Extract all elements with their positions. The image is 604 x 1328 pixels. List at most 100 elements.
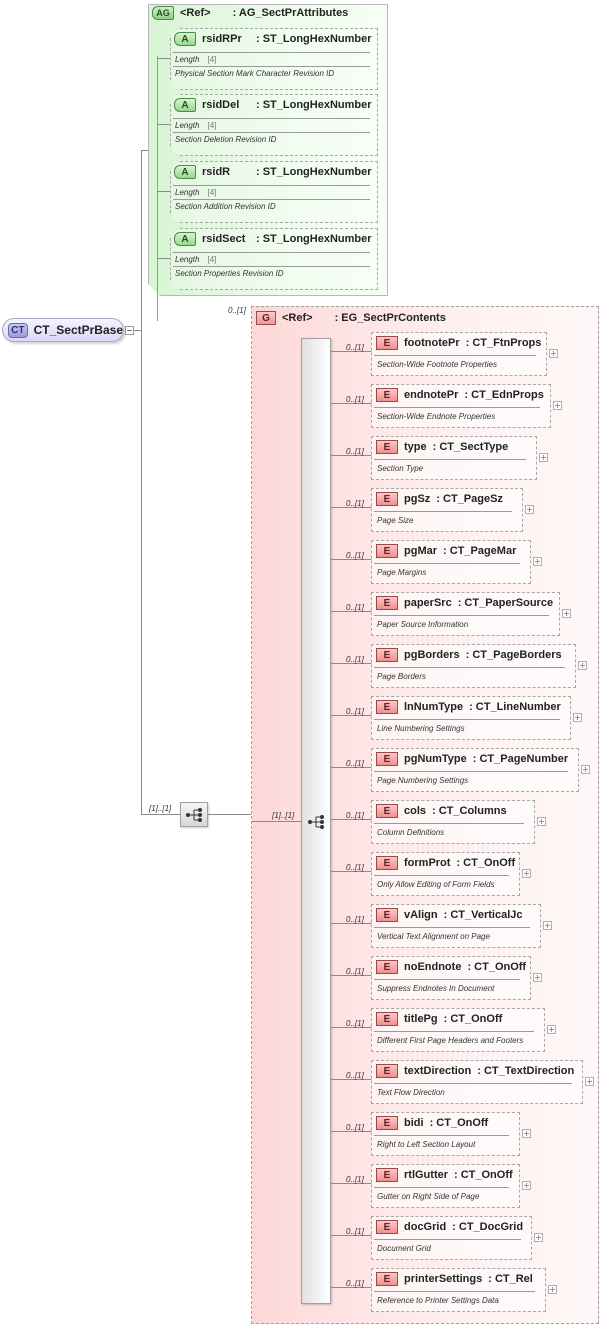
element-description: Reference to Printer Settings Data xyxy=(377,1296,499,1305)
element-cardinality: 0..[1] xyxy=(346,811,364,820)
element-description: Column Definitions xyxy=(377,828,445,837)
element-box[interactable] xyxy=(371,904,541,948)
expand-icon[interactable] xyxy=(522,869,531,878)
expand-icon[interactable] xyxy=(578,661,587,670)
element-box[interactable] xyxy=(371,436,537,480)
separator xyxy=(374,771,568,772)
expand-icon[interactable] xyxy=(585,1077,594,1086)
element-type: : CT_EdnProps xyxy=(464,389,544,401)
separator xyxy=(374,875,509,876)
element-badge: E xyxy=(376,1168,398,1182)
element-name: lnNumType xyxy=(404,701,464,713)
root-complex-type[interactable]: CT CT_SectPrBase xyxy=(2,318,124,342)
expand-icon[interactable] xyxy=(549,349,558,358)
attribute-name: rsidDel xyxy=(202,99,240,111)
element-name: paperSrc xyxy=(404,597,452,609)
separator xyxy=(173,199,370,200)
element-description: Right to Left Section Layout xyxy=(377,1140,476,1149)
separator xyxy=(374,615,549,616)
element-connector xyxy=(331,663,372,664)
separator xyxy=(374,1291,535,1292)
attribute-name: rsidSect xyxy=(202,233,246,245)
element-badge: E xyxy=(376,440,398,454)
element-box[interactable] xyxy=(371,644,576,688)
element-connector xyxy=(331,923,372,924)
inner-sequence-cardinality: [1]..[1] xyxy=(272,811,295,820)
expand-icon[interactable] xyxy=(547,1025,556,1034)
expand-icon[interactable] xyxy=(533,557,542,566)
element-cardinality: 0..[1] xyxy=(346,915,364,924)
element-description: Section Type xyxy=(377,464,424,473)
attribute-box[interactable] xyxy=(170,228,378,290)
inner-sequence-compositor[interactable] xyxy=(301,338,331,1304)
sequence-compositor[interactable] xyxy=(180,802,208,827)
element-cardinality: 0..[1] xyxy=(346,1071,364,1080)
element-type: : CT_OnOff xyxy=(454,1169,513,1181)
attr-connector xyxy=(157,258,171,259)
element-box[interactable] xyxy=(371,384,551,428)
element-name: vAlign xyxy=(404,909,438,921)
expand-icon[interactable] xyxy=(522,1181,531,1190)
ag-connector xyxy=(141,150,149,151)
collapse-icon[interactable] xyxy=(125,326,134,335)
expand-icon[interactable] xyxy=(548,1285,557,1294)
expand-icon[interactable] xyxy=(522,1129,531,1138)
element-badge: E xyxy=(376,336,398,350)
element-box[interactable] xyxy=(371,332,547,376)
element-box[interactable] xyxy=(371,1268,546,1312)
expand-icon[interactable] xyxy=(562,609,571,618)
element-description: Vertical Text Alignment on Page xyxy=(377,932,490,941)
element-box[interactable] xyxy=(371,696,571,740)
element-type: : CT_PaperSource xyxy=(457,597,554,609)
element-badge: E xyxy=(376,960,398,974)
expand-icon[interactable] xyxy=(533,973,542,982)
expand-icon[interactable] xyxy=(543,921,552,930)
element-badge: E xyxy=(376,752,398,766)
element-cardinality: 0..[1] xyxy=(346,551,364,560)
expand-icon[interactable] xyxy=(553,401,562,410)
attribute-box[interactable] xyxy=(170,161,378,223)
element-cardinality: 0..[1] xyxy=(346,759,364,768)
element-name: printerSettings xyxy=(404,1273,483,1285)
expand-icon[interactable] xyxy=(581,765,590,774)
attr-connector xyxy=(157,191,171,192)
element-box[interactable] xyxy=(371,1008,545,1052)
expand-icon[interactable] xyxy=(534,1233,543,1242)
attribute-type: : ST_LongHexNumber xyxy=(256,233,372,245)
attribute-badge: A xyxy=(174,165,196,179)
element-description: Different First Page Headers and Footers xyxy=(377,1036,524,1045)
expand-icon[interactable] xyxy=(573,713,582,722)
element-box[interactable] xyxy=(371,748,579,792)
element-description: Page Size xyxy=(377,516,414,525)
expand-icon[interactable] xyxy=(539,453,548,462)
expand-icon[interactable] xyxy=(525,505,534,514)
element-box[interactable] xyxy=(371,1164,520,1208)
element-box[interactable] xyxy=(371,1060,583,1104)
element-type: : CT_FtnProps xyxy=(465,337,542,349)
separator xyxy=(173,266,370,267)
element-name: cols xyxy=(404,805,427,817)
element-type: : CT_PageBorders xyxy=(465,649,562,661)
element-badge: E xyxy=(376,908,398,922)
attribute-box[interactable] xyxy=(170,94,378,156)
attribute-box[interactable] xyxy=(170,28,378,90)
element-name: titlePg xyxy=(404,1013,438,1025)
complex-type-badge: CT xyxy=(8,322,28,338)
element-type: : CT_OnOff xyxy=(429,1117,489,1129)
element-box[interactable] xyxy=(371,592,560,636)
expand-icon[interactable] xyxy=(537,817,546,826)
element-name: docGrid xyxy=(404,1221,447,1233)
attribute-type: : ST_LongHexNumber xyxy=(256,166,372,178)
element-type: : CT_PageNumber xyxy=(472,753,569,765)
seq-to-group-connector xyxy=(208,814,252,815)
element-box[interactable] xyxy=(371,800,535,844)
element-name: textDirection xyxy=(404,1065,472,1077)
